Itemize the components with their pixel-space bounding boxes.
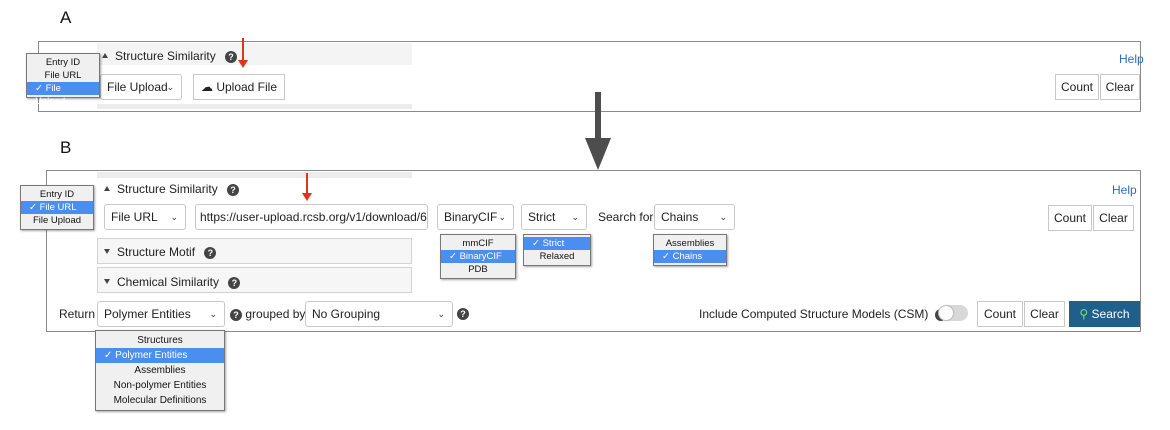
chevron-down-icon: ⌄: [719, 212, 727, 222]
file-url-input[interactable]: https://user-upload.rcsb.org/v1/download…: [195, 204, 428, 230]
help-circle-icon[interactable]: ?: [228, 276, 241, 289]
help-circle-icon[interactable]: ?: [204, 246, 217, 259]
clear-button[interactable]: Clear: [1093, 205, 1134, 231]
count-button[interactable]: Count: [1055, 74, 1099, 100]
upload-file-label: Upload File: [216, 80, 278, 94]
section-title: Structure Similarity: [117, 182, 218, 196]
csm-label: Include Computed Structure Models (CSM): [699, 307, 929, 321]
structure-motif-section[interactable]: [97, 238, 412, 264]
chemical-similarity-title: Chemical Similarity: [117, 275, 220, 289]
structure-motif-title-row[interactable]: Structure Motif ?: [104, 245, 217, 259]
search-for-select[interactable]: Chains ⌄: [654, 204, 735, 230]
red-arrow-shaft: [306, 173, 308, 195]
menu-item-mmcif[interactable]: mmCIF: [462, 238, 494, 249]
collapse-icon: [104, 186, 110, 191]
menu-item-assemblies[interactable]: Assemblies: [134, 365, 186, 376]
transition-arrow-icon: [585, 92, 611, 170]
help-circle-icon[interactable]: ?: [457, 308, 469, 320]
input-type-value: File Upload: [107, 80, 168, 94]
menu-item-molecular-definitions[interactable]: Molecular Definitions: [113, 395, 207, 406]
red-arrow-head: [238, 60, 248, 68]
count-button[interactable]: Count: [1048, 205, 1092, 231]
search-for-value: Chains: [661, 210, 699, 224]
menu-item-non-polymer-entities[interactable]: Non-polymer Entities: [113, 380, 207, 391]
menu-item-file-url[interactable]: File URL: [44, 70, 82, 81]
grouping-select[interactable]: No Grouping ⌄: [305, 301, 453, 327]
panel-a-section-title-row[interactable]: Structure Similarity ?: [102, 49, 238, 63]
count-button[interactable]: Count: [977, 301, 1023, 327]
help-circle-icon[interactable]: ?: [225, 50, 238, 63]
help-circle-icon[interactable]: ?: [230, 308, 242, 321]
toggle-knob: [939, 306, 953, 320]
upload-file-button[interactable]: ☁ Upload File: [193, 74, 285, 100]
search-for-menu: Assemblies ✓ Chains: [653, 234, 727, 266]
chevron-down-icon: ⌄: [437, 309, 445, 319]
help-circle-icon[interactable]: ?: [227, 183, 240, 196]
chevron-down-icon: ⌄: [166, 82, 174, 92]
help-link[interactable]: Help: [1119, 52, 1144, 66]
clear-button[interactable]: Clear: [1100, 74, 1140, 100]
search-icon: ⚲: [1079, 307, 1089, 321]
structure-motif-title: Structure Motif: [117, 245, 196, 259]
chevron-down-icon: ⌄: [571, 212, 579, 222]
panel-b-section-title-row[interactable]: Structure Similarity ?: [104, 182, 240, 196]
input-type-value: File URL: [111, 210, 158, 224]
file-format-value: BinaryCIF: [444, 210, 498, 224]
panel-a-section-bottom: [97, 104, 412, 109]
panel-a-section-header-bg: [97, 43, 412, 65]
panel-b-top-strip: [97, 172, 412, 178]
search-for-label: Search for: [598, 210, 654, 224]
grouped-by-label: grouped by: [245, 307, 306, 321]
menu-item-file-url[interactable]: ✓ File URL: [21, 201, 93, 214]
panel-a-label: A: [60, 8, 72, 27]
input-type-menu: Entry ID File URL ✓ File Upload: [26, 53, 100, 107]
collapse-icon: [102, 53, 108, 58]
chevron-down-icon: ⌄: [170, 212, 178, 222]
search-button[interactable]: ⚲ Search: [1069, 301, 1140, 327]
file-format-menu: mmCIF ✓ BinaryCIF PDB: [440, 234, 516, 279]
input-type-menu: Entry ID ✓ File URL File Upload: [20, 185, 94, 230]
menu-item-relaxed[interactable]: Relaxed: [539, 251, 575, 262]
expand-icon: [104, 249, 110, 254]
match-mode-menu: ✓ Strict Relaxed: [523, 234, 591, 266]
menu-item-assemblies[interactable]: Assemblies: [665, 238, 715, 249]
match-mode-select[interactable]: Strict ⌄: [521, 204, 587, 230]
menu-item-file-upload[interactable]: File Upload: [32, 215, 82, 226]
panel-b-label: B: [60, 138, 72, 157]
red-arrow-head: [302, 193, 312, 201]
return-type-select[interactable]: Polymer Entities ⌄: [97, 301, 225, 327]
match-mode-value: Strict: [528, 210, 556, 224]
input-type-select[interactable]: File Upload⌄: [100, 74, 182, 100]
csm-row: Include Computed Structure Models (CSM) …: [699, 307, 947, 321]
menu-item-polymer-entities[interactable]: ✓ Polymer Entities: [96, 348, 224, 363]
return-type-menu: Structures ✓ Polymer Entities Assemblies…: [95, 330, 225, 411]
return-type-value: Polymer Entities: [104, 307, 191, 321]
red-arrow-shaft: [242, 38, 244, 62]
chevron-down-icon: ⌄: [209, 309, 217, 319]
expand-icon: [104, 279, 110, 284]
menu-item-strict[interactable]: ✓ Strict: [524, 237, 590, 250]
menu-item-entry-id[interactable]: Entry ID: [39, 189, 75, 200]
section-title: Structure Similarity: [115, 49, 216, 63]
grouped-by-row: ? grouped by: [230, 307, 305, 321]
cloud-upload-icon: ☁: [200, 80, 213, 94]
search-button-label: Search: [1091, 307, 1130, 321]
chemical-similarity-title-row[interactable]: Chemical Similarity ?: [104, 275, 241, 289]
menu-item-structures[interactable]: Structures: [137, 335, 183, 346]
menu-item-chains[interactable]: ✓ Chains: [654, 250, 726, 263]
menu-item-pdb[interactable]: PDB: [468, 264, 488, 275]
menu-item-entry-id[interactable]: Entry ID: [45, 57, 81, 68]
csm-toggle[interactable]: [938, 305, 968, 321]
file-format-select[interactable]: BinaryCIF⌄: [437, 204, 514, 230]
grouping-value: No Grouping: [312, 307, 381, 321]
return-label: Return: [59, 307, 96, 321]
menu-item-file-upload[interactable]: ✓ File Upload: [27, 82, 99, 107]
menu-item-binarycif[interactable]: ✓ BinaryCIF: [441, 250, 515, 263]
chevron-down-icon: ⌄: [498, 212, 506, 222]
chemical-similarity-section[interactable]: [97, 267, 412, 293]
help-link[interactable]: Help: [1112, 183, 1137, 197]
input-type-select[interactable]: File URL ⌄: [104, 204, 186, 230]
clear-button[interactable]: Clear: [1024, 301, 1065, 327]
